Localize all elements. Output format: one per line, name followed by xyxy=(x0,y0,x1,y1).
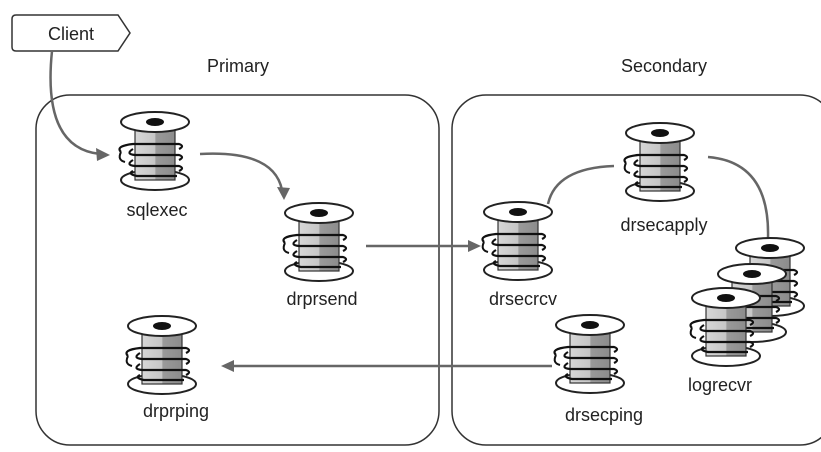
client-to-sqlexec-connector xyxy=(49,50,101,156)
logrecvr-label: logrecvr xyxy=(688,375,752,395)
arrowhead xyxy=(277,187,290,200)
arrowhead xyxy=(468,240,481,252)
drsecrcv-label: drsecrcv xyxy=(489,289,557,309)
primary-server-box xyxy=(35,94,440,446)
flow-connectors xyxy=(49,50,770,372)
drprsend-label: drprsend xyxy=(286,289,357,309)
client-label: Client xyxy=(48,24,94,44)
drsecapply-label: drsecapply xyxy=(620,215,707,235)
secondary-title: Secondary xyxy=(621,56,707,76)
drsecping-label: drsecping xyxy=(565,405,643,425)
drsecapply-to-logrecvr-connector xyxy=(707,155,770,239)
client-node: Client xyxy=(11,14,131,52)
primary-title: Primary xyxy=(207,56,269,76)
drsecrcv-to-drsecapply-connector xyxy=(546,164,615,205)
arrowhead xyxy=(221,360,234,372)
arrowhead xyxy=(96,148,110,161)
client-tag-shape xyxy=(11,14,131,52)
sqlexec-label: sqlexec xyxy=(126,200,187,220)
sqlexec-to-drprsend-connector xyxy=(199,152,284,191)
drprping-label: drprping xyxy=(143,401,209,421)
